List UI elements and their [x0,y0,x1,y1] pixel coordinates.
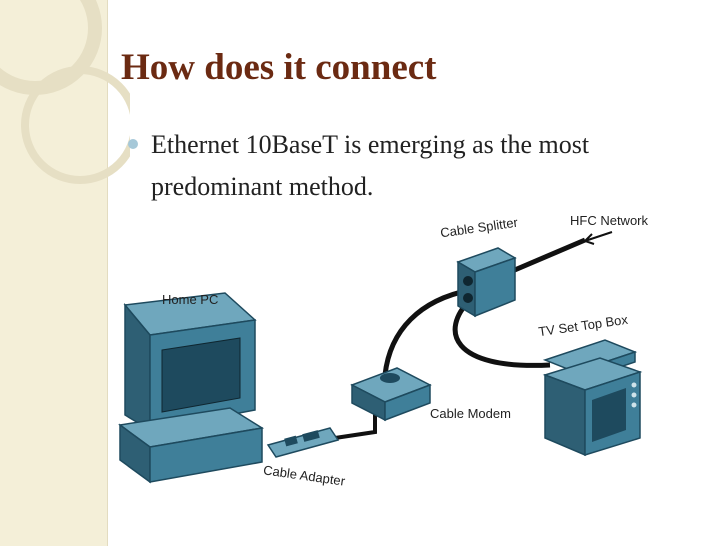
modem-to-adapter-cable [334,410,377,440]
slide-title: How does it connect [121,47,437,88]
tv-set-top-box [542,339,643,457]
hfc-arrow [583,231,613,245]
cable-modem [350,367,432,422]
label-home-pc: Home PC [162,292,219,307]
decorative-circles [0,0,130,184]
splitter-to-tv-cable [452,298,551,368]
bullet-icon [128,139,138,149]
band-divider [107,0,108,546]
cable-splitter [456,247,517,318]
hfc-cable [509,237,586,275]
bullet-text: Ethernet 10BaseT is emerging as the most… [151,130,590,201]
label-cable-modem: Cable Modem [430,406,511,421]
cable-adapter [266,427,340,458]
label-hfc-network: HFC Network [570,213,649,228]
splitter-to-modem-cable [382,287,471,376]
home-pc [118,292,265,484]
